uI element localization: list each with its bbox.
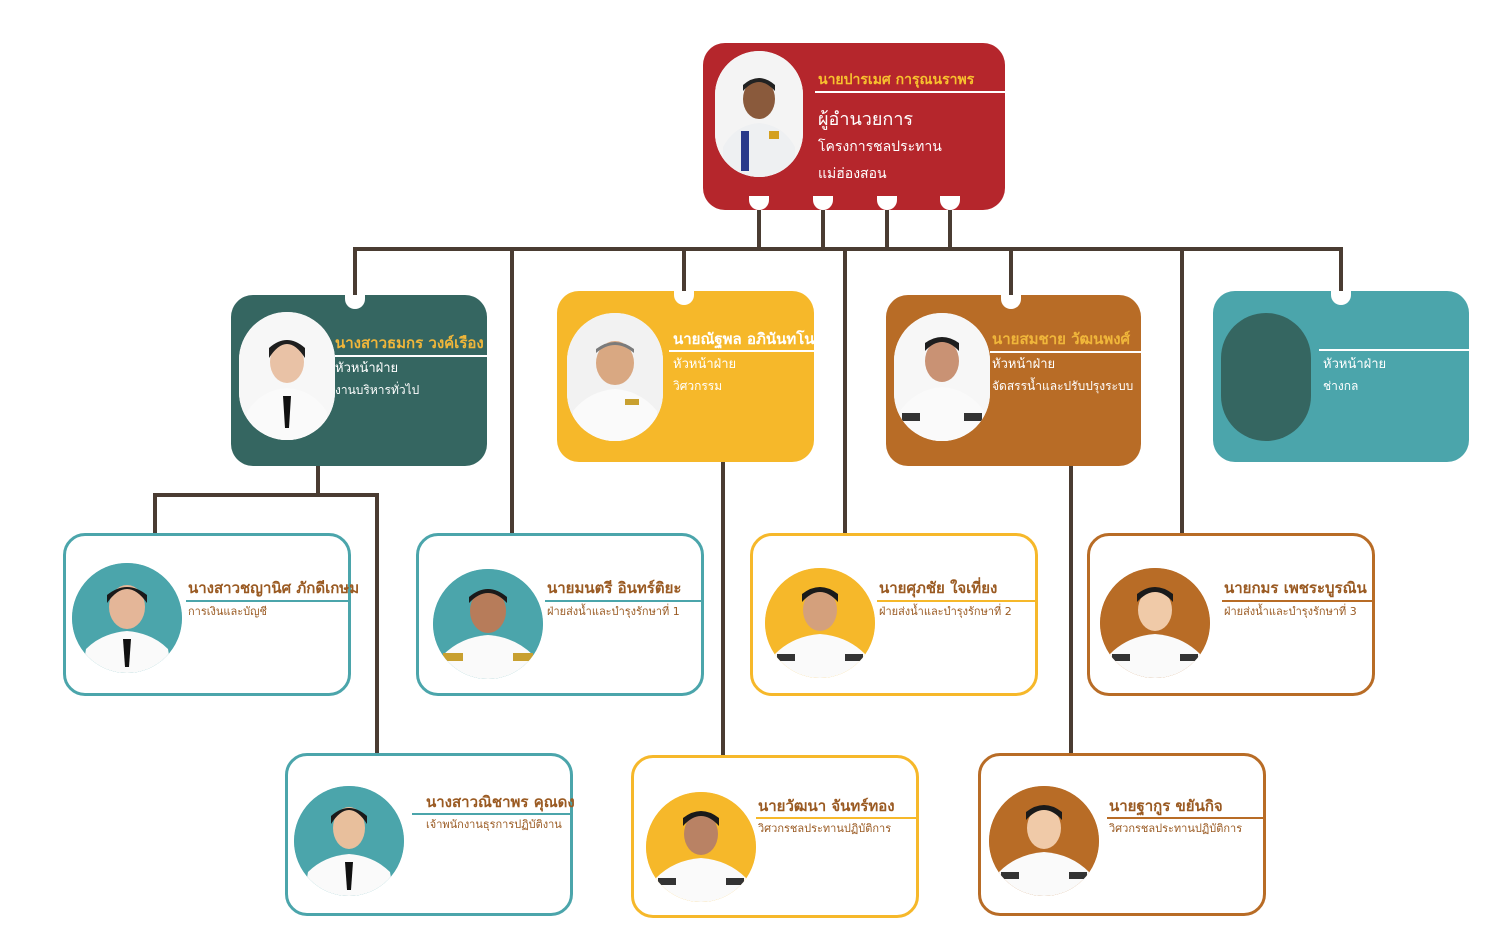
director-org-line2: แม่ฮ่องสอน: [818, 166, 887, 182]
head-title-admin: หัวหน้าฝ่าย: [335, 361, 399, 376]
head-title-engineering: หัวหน้าฝ่าย: [673, 357, 737, 372]
head-dept-mechanical: ช่างกล: [1323, 379, 1359, 393]
staff-dept-water-maint-2: ฝ่ายส่งน้ำและบำรุงรักษาที่ 2: [879, 605, 1012, 618]
head-name-water-allocation: นายสมชาย วัฒนพงศ์: [992, 330, 1131, 348]
staff-photo-irrigation-engineer-1: [646, 792, 756, 902]
person-portrait-icon: [765, 568, 875, 678]
staff-name-admin-officer: นางสาวณิชาพร คุณดง: [426, 793, 575, 811]
head-photo-admin: [239, 312, 335, 440]
head-photo-mechanical-placeholder: [1221, 313, 1311, 441]
staff-dept-water-maint-1: ฝ่ายส่งน้ำและบำรุงรักษาที่ 1: [547, 605, 680, 618]
head-card-engineering[interactable]: นายณัฐพล อภินันทโน หัวหน้าฝ่าย วิศวกรรม: [557, 291, 815, 462]
head-photo-engineering: [567, 313, 663, 441]
head-card-mechanical[interactable]: หัวหน้าฝ่าย ช่างกล: [1213, 291, 1469, 462]
person-portrait-icon: [894, 313, 990, 441]
staff-name-irrigation-engineer-1: นายวัฒนา จันทร์ทอง: [758, 797, 895, 815]
staff-photo-water-maint-1: [433, 569, 543, 679]
staff-name-irrigation-engineer-2: นายฐากูร ขยันกิจ: [1109, 797, 1223, 815]
staff-card-finance[interactable]: นางสาวชญานิศ ภักดีเกษม การเงินและบัญชี: [63, 533, 359, 696]
staff-dept-water-maint-3: ฝ่ายส่งน้ำและบำรุงรักษาที่ 3: [1224, 605, 1357, 618]
head-photo-water-allocation: [894, 313, 990, 441]
person-portrait-icon: [646, 792, 756, 902]
person-portrait-icon: [239, 312, 335, 440]
person-portrait-icon: [433, 569, 543, 679]
staff-name-water-maint-2: นายศุภชัย ใจเที่ยง: [879, 579, 998, 597]
head-dept-admin: งานบริหารทั่วไป: [335, 383, 420, 397]
head-card-admin[interactable]: นางสาวธมกร วงค์เรือง หัวหน้าฝ่าย งานบริห…: [231, 295, 487, 466]
staff-dept-irrigation-engineer-1: วิศวกรชลประทานปฏิบัติการ: [758, 822, 892, 835]
staff-card-water-maint-1[interactable]: นายมนตรี อินทร์ติยะ ฝ่ายส่งน้ำและบำรุงรั…: [416, 533, 704, 696]
staff-card-irrigation-engineer-1[interactable]: นายวัฒนา จันทร์ทอง วิศวกรชลประทานปฏิบัติ…: [631, 755, 919, 918]
head-dept-water-allocation: จัดสรรน้ำและปรับปรุงระบบ: [992, 379, 1134, 393]
head-dept-engineering: วิศวกรรม: [673, 379, 723, 393]
staff-card-irrigation-engineer-2[interactable]: นายฐากูร ขยันกิจ วิศวกรชลประทานปฏิบัติกา…: [978, 753, 1266, 916]
staff-photo-finance: [72, 563, 182, 673]
staff-name-water-maint-3: นายกมร เพชระบูรณิน: [1224, 579, 1367, 597]
staff-card-admin-officer[interactable]: นางสาวณิชาพร คุณดง เจ้าพนักงานธุรการปฏิบ…: [285, 753, 575, 916]
director-name-rule: [815, 91, 1005, 93]
director-title: ผู้อำนวยการ: [818, 109, 914, 130]
staff-dept-irrigation-engineer-2: วิศวกรชลประทานปฏิบัติการ: [1109, 822, 1243, 835]
director-photo: [715, 51, 803, 177]
head-card-water-allocation[interactable]: นายสมชาย วัฒนพงศ์ หัวหน้าฝ่าย จัดสรรน้ำแ…: [886, 295, 1141, 466]
person-portrait-icon: [989, 786, 1099, 896]
staff-photo-water-maint-2: [765, 568, 875, 678]
director-org-line1: โครงการชลประทาน: [818, 139, 942, 155]
person-portrait-icon: [715, 51, 803, 177]
staff-name-water-maint-1: นายมนตรี อินทร์ติยะ: [547, 579, 682, 597]
head-title-water-allocation: หัวหน้าฝ่าย: [992, 357, 1056, 372]
person-portrait-icon: [567, 313, 663, 441]
staff-photo-water-maint-3: [1100, 568, 1210, 678]
staff-name-finance: นางสาวชญานิศ ภักดีเกษม: [188, 579, 360, 597]
staff-dept-admin-officer: เจ้าพนักงานธุรการปฏิบัติงาน: [426, 818, 562, 831]
person-portrait-icon: [72, 563, 182, 673]
staff-dept-finance: การเงินและบัญชี: [188, 605, 267, 618]
person-portrait-icon: [294, 786, 404, 896]
staff-card-water-maint-3[interactable]: นายกมร เพชระบูรณิน ฝ่ายส่งน้ำและบำรุงรัก…: [1087, 533, 1375, 696]
head-name-admin: นางสาวธมกร วงค์เรือง: [335, 334, 484, 352]
person-portrait-icon: [1100, 568, 1210, 678]
staff-photo-irrigation-engineer-2: [989, 786, 1099, 896]
director-card[interactable]: นายปารเมศ การุณนราพร ผู้อำนวยการ โครงการ…: [703, 43, 1005, 210]
director-name: นายปารเมศ การุณนราพร: [818, 72, 975, 88]
head-title-mechanical: หัวหน้าฝ่าย: [1323, 357, 1387, 372]
staff-photo-admin-officer: [294, 786, 404, 896]
head-name-engineering: นายณัฐพล อภินันทโน: [673, 330, 815, 348]
staff-card-water-maint-2[interactable]: นายศุภชัย ใจเที่ยง ฝ่ายส่งน้ำและบำรุงรัก…: [750, 533, 1038, 696]
